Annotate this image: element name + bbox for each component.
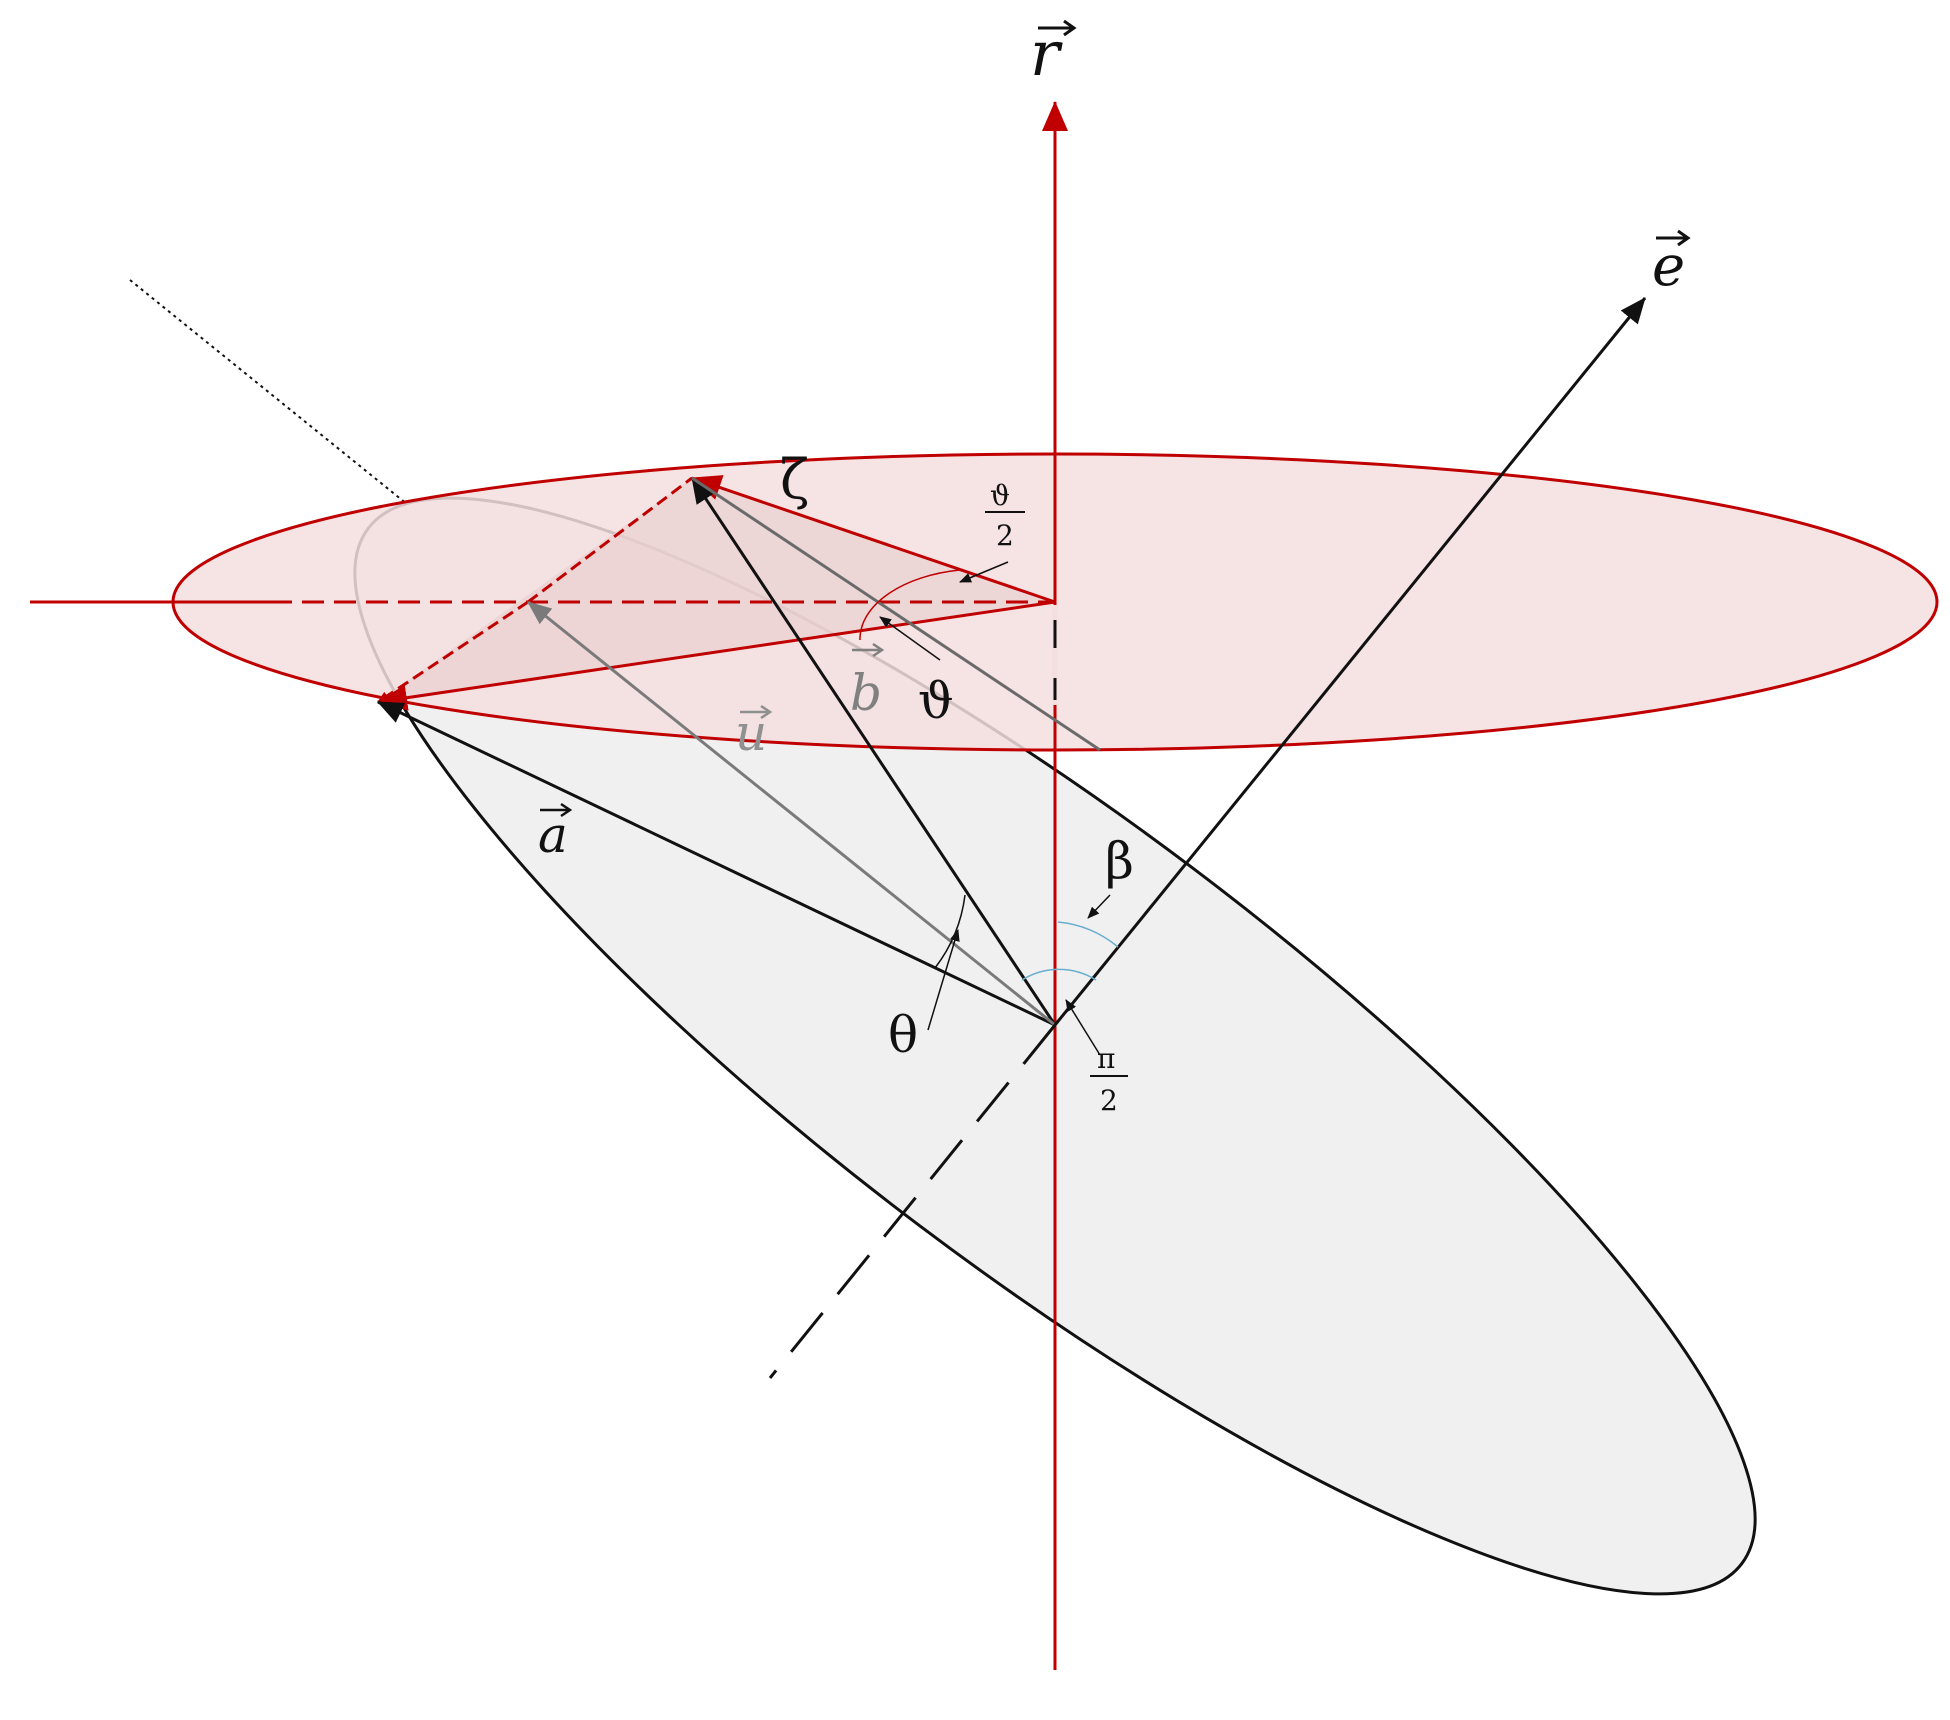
label-zeta: ζ xyxy=(780,448,809,511)
label-r-vector-arrow xyxy=(1038,19,1077,37)
red-line-to-lower xyxy=(377,600,1056,711)
vartheta-pointer xyxy=(879,616,941,661)
red-line-to-upper xyxy=(691,475,1056,604)
e-axis-dashed-extension xyxy=(768,1024,1057,1379)
right-angle-arc xyxy=(1021,968,1097,981)
vector-u xyxy=(527,600,1056,1027)
label-u-text: u xyxy=(735,704,767,762)
half-vartheta-pointer xyxy=(959,561,1009,583)
label-pi-half: π 2 xyxy=(1090,1042,1128,1117)
pi-half-pointer xyxy=(1065,999,1101,1056)
label-b: b xyxy=(850,642,885,722)
pi-half-numerator: π xyxy=(1097,1042,1115,1075)
vector-e-upper xyxy=(1053,297,1647,1026)
gray-slant-line xyxy=(691,476,1101,752)
beta-arc xyxy=(1057,921,1119,948)
pi-half-denominator: 2 xyxy=(1100,1084,1118,1117)
red-dashed-upper xyxy=(527,476,693,604)
half-vartheta-numerator: ϑ xyxy=(990,479,1010,512)
label-e: e xyxy=(1652,229,1691,299)
vector-b xyxy=(690,477,1057,1026)
vector-a xyxy=(377,700,1056,1027)
half-vartheta-arc xyxy=(859,569,961,641)
label-a: a xyxy=(538,802,573,864)
label-b-vector-arrow xyxy=(852,642,885,658)
label-e-vector-arrow xyxy=(1656,229,1691,247)
label-vartheta: ϑ xyxy=(918,672,954,730)
beta-pointer xyxy=(1087,894,1111,919)
dotted-guide-line xyxy=(129,279,529,603)
cone-sector xyxy=(378,478,1055,702)
label-u: u xyxy=(735,704,773,762)
label-half-vartheta: ϑ 2 xyxy=(985,479,1025,552)
label-u-vector-arrow xyxy=(740,704,773,720)
label-theta: θ xyxy=(888,1006,918,1064)
half-vartheta-denominator: 2 xyxy=(996,519,1014,552)
label-r: r xyxy=(1030,17,1077,90)
label-beta: β xyxy=(1105,832,1134,890)
label-a-vector-arrow xyxy=(540,802,573,818)
theta-pointer xyxy=(927,929,960,1031)
label-b-text: b xyxy=(850,664,882,722)
